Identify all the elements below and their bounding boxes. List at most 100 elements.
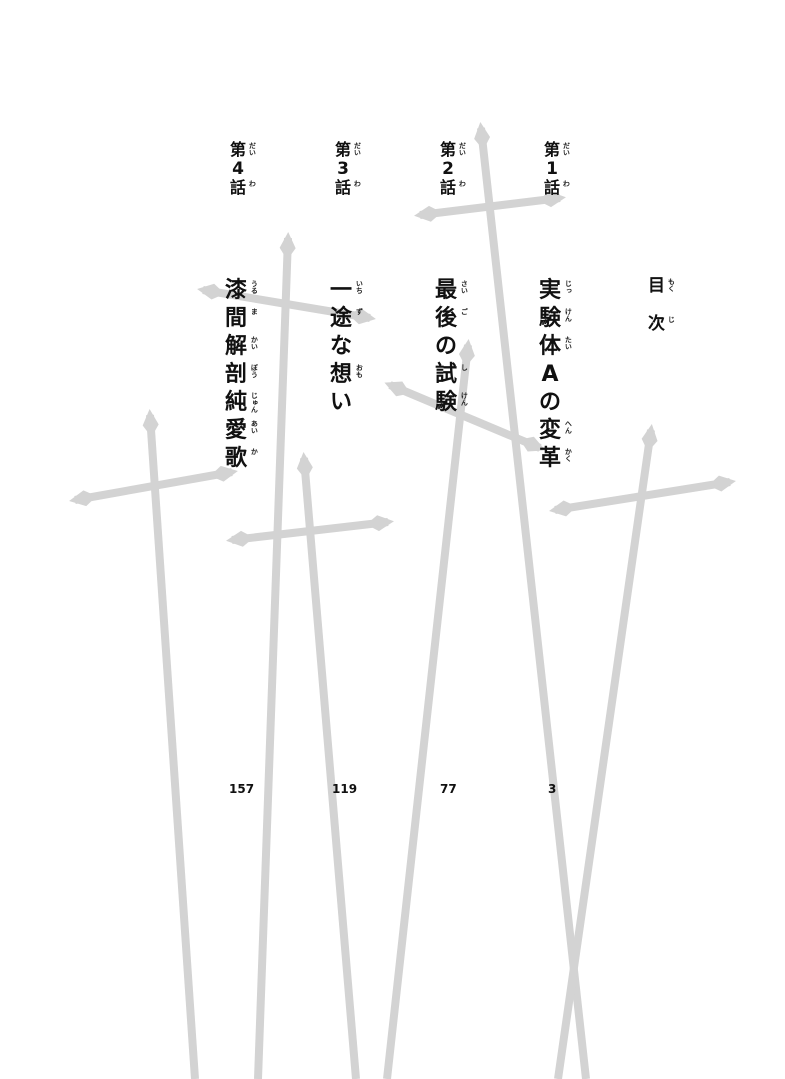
cross-icon [226,452,394,1079]
chapter-label-kanji: 第 [230,140,247,159]
toc-heading: 目 もく 次 じ [648,276,676,334]
furigana: かい [250,336,259,350]
toc-ruby: もく [667,278,676,292]
chapter-title-link[interactable]: 一いち途ずな想おもい [329,278,364,420]
chapter-page-number[interactable]: 157 [229,782,255,796]
chapter-number: 3 [337,159,349,179]
furigana: ご [460,308,469,315]
title-glyph: 変 [538,418,561,443]
chapter-page-number[interactable]: 3 [548,782,557,796]
furigana: だい [562,142,571,156]
title-glyph: 験 [434,390,457,415]
chapter-label-char: 話わ [544,178,571,199]
chapter-title-char: い [329,392,353,420]
furigana: だい [353,142,362,156]
title-glyph: 歌 [224,446,247,471]
chapter-label-char: 話わ [230,178,257,199]
chapter-title-char: の [434,336,458,364]
chapter-title-char: 剖ぼう [224,364,258,392]
furigana: わ [562,180,571,187]
chapter-label-char: 第だい [335,142,362,161]
furigana: か [250,448,259,455]
chapter-title-char: 最さい [434,278,469,308]
chapter-title-char: 革かく [538,446,573,476]
furigana: おも [355,364,364,378]
chapter-title-char: の [538,392,562,420]
toc-char: 次 [648,314,665,334]
title-glyph: 試 [434,362,457,387]
chapter-label-kanji: 第 [440,140,457,159]
furigana: かく [564,448,573,462]
chapter-title-char: 実じっ [538,280,572,308]
furigana: わ [248,180,257,187]
chapter-title-char: 験けん [538,306,573,336]
title-glyph: 一 [329,278,352,303]
title-glyph: 革 [538,446,561,471]
chapter-label-char: 話わ [335,178,362,199]
chapter-label-kanji: 話 [230,178,247,197]
title-glyph: 漆 [224,278,247,303]
furigana: だい [458,142,467,156]
furigana: わ [353,180,362,187]
toc-char: 目 [648,276,665,296]
chapter-title-char: 漆うる [224,278,258,308]
chapter-title-char: 体たい [538,334,573,364]
chapter-title-char: な [329,336,353,364]
furigana: けん [460,392,469,406]
title-glyph: の [538,390,561,415]
furigana: へん [564,420,573,434]
chapter-label-char: 3 [335,161,351,180]
furigana: ま [250,308,259,315]
chapter-label-char: 第だい [544,140,571,161]
toc-heading-char: 次 じ [648,314,676,334]
chapter-title-char: 変へん [538,418,573,448]
chapter-page-number[interactable]: 77 [440,782,457,796]
chapter-label-char: 4 [230,161,246,180]
chapter-label-kanji: 話 [335,178,352,197]
chapter-title-link[interactable]: 漆うる間ま解かい剖ぼう純じゅん愛あい歌か [224,278,259,476]
furigana: たい [564,336,573,350]
toc-ruby: じ [667,316,676,323]
chapter-title-char: 歌か [224,446,259,476]
chapter-number: 2 [442,159,454,179]
title-glyph: 最 [434,278,457,303]
cross-icon [414,122,590,1079]
title-glyph: 験 [538,306,561,331]
title-glyph: 途 [329,306,352,331]
furigana: じゅん [250,392,259,413]
chapter-title-char: 後ご [434,306,469,336]
furigana: けん [564,308,573,322]
title-glyph: 体 [538,334,561,359]
furigana: ず [355,308,364,315]
cross-icon [383,339,546,1079]
chapter-title-char: 想おも [329,364,364,392]
chapter-number: 4 [232,159,244,179]
chapter-title-char: 間ま [224,306,259,336]
furigana: だい [248,142,257,156]
cross-icon [69,409,238,1079]
chapter-title-char: A [538,364,562,392]
title-glyph: の [434,334,457,359]
title-glyph: 間 [224,306,247,331]
title-glyph: 後 [434,306,457,331]
title-glyph: 愛 [224,418,247,443]
chapter-label-char: 1 [544,161,560,180]
chapter-title-char: 純じゅん [224,392,259,420]
chapter-label-kanji: 第 [544,140,561,159]
title-glyph: A [541,362,559,387]
chapter-title-link[interactable]: 最さい後ごの試し験けん [434,278,469,420]
chapter-label-char: 第だい [230,140,257,161]
furigana: さい [460,280,469,294]
title-glyph: い [329,390,352,415]
chapter-title-char: 愛あい [224,418,258,448]
chapter-label-kanji: 話 [544,178,561,197]
chapter-page-number[interactable]: 119 [332,782,358,796]
chapter-title-char: 途ず [329,306,364,336]
chapter-label-char: 話わ [440,180,466,199]
